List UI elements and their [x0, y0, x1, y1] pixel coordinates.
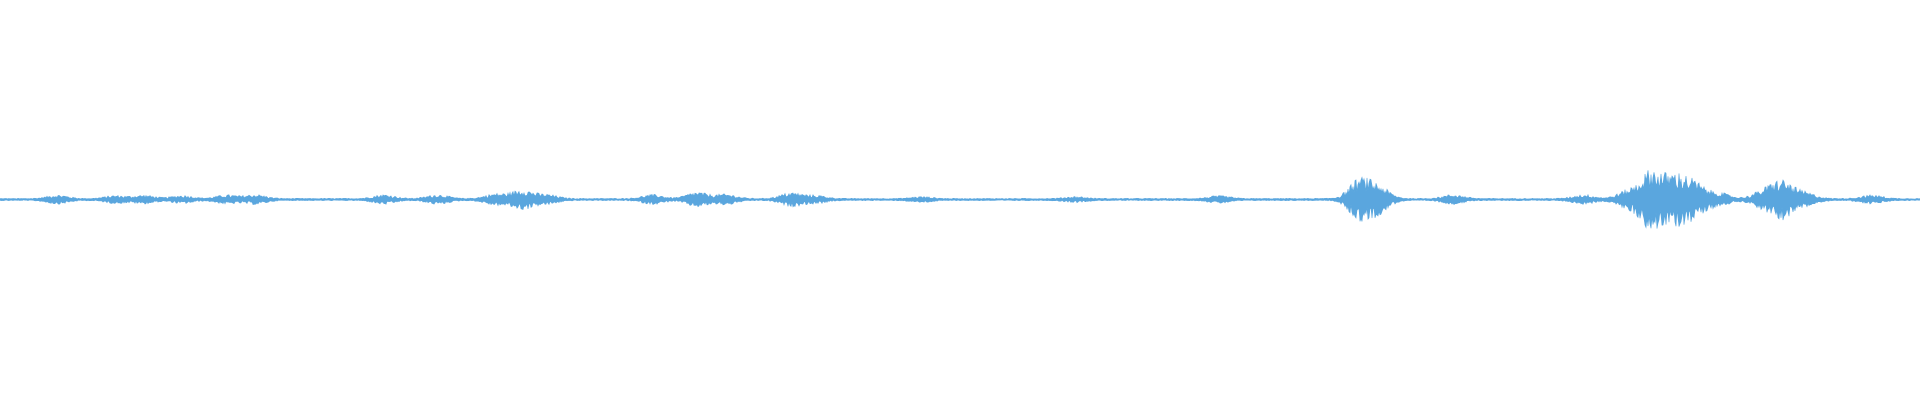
waveform-signal: [0, 170, 1920, 229]
